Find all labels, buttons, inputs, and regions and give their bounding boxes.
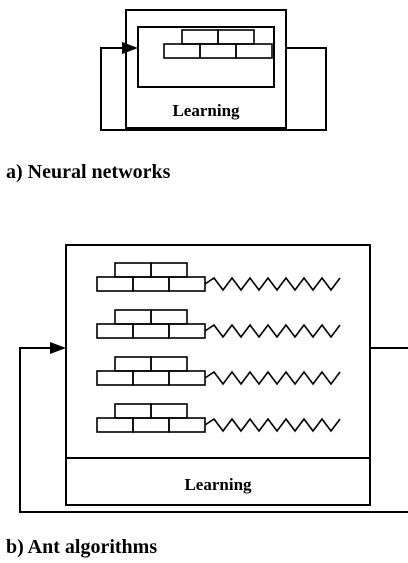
brick-wall-icon: [96, 356, 206, 386]
panel-b: Learning: [19, 244, 408, 513]
brick-wall-icon: [96, 262, 206, 292]
brick: [114, 403, 152, 419]
brick: [150, 309, 188, 325]
brick: [150, 356, 188, 372]
brick: [132, 323, 170, 339]
brick: [96, 323, 134, 339]
brick-wall-icon: [163, 29, 273, 59]
brick: [96, 276, 134, 292]
panel-a-box-label: Learning: [172, 101, 240, 120]
zigzag-trail: [204, 370, 341, 386]
panel-b-caption: b) Ant algorithms: [6, 536, 157, 558]
brick: [168, 276, 206, 292]
brick: [132, 276, 170, 292]
panel-a-arrowhead: [122, 42, 138, 54]
brick: [168, 417, 206, 433]
panel-b-feedback-loop: [19, 347, 408, 513]
brick-row-2: [96, 309, 341, 339]
panel-b-box-label: Learning: [184, 475, 252, 494]
panel-b-brick-rows: [96, 262, 341, 433]
brick-row-4: [96, 403, 341, 433]
brick: [199, 43, 237, 59]
panel-b-learning-box: [65, 244, 371, 506]
brick: [163, 43, 201, 59]
brick-row-1: [96, 262, 341, 292]
brick: [168, 370, 206, 386]
brick: [150, 262, 188, 278]
brick: [132, 370, 170, 386]
panel-a-inner-box: [137, 26, 275, 88]
panel-a-caption: a) Neural networks: [6, 161, 171, 183]
brick-wall-icon: [96, 403, 206, 433]
zigzag-trail: [204, 323, 341, 339]
brick-wall-icon: [96, 309, 206, 339]
brick: [235, 43, 273, 59]
brick-row-3: [96, 356, 341, 386]
brick: [168, 323, 206, 339]
brick: [114, 356, 152, 372]
zigzag-trail: [204, 417, 341, 433]
panel-b-arrowhead: [50, 342, 66, 354]
brick-wall: [163, 29, 273, 59]
panel-a-feedback-loop: [100, 47, 327, 131]
brick: [114, 262, 152, 278]
brick: [96, 370, 134, 386]
brick: [132, 417, 170, 433]
brick: [150, 403, 188, 419]
brick: [96, 417, 134, 433]
panel-a: Learning: [100, 9, 327, 131]
brick: [114, 309, 152, 325]
panel-a-learning-box: [125, 9, 287, 129]
brick: [217, 29, 255, 45]
brick: [181, 29, 219, 45]
zigzag-trail: [204, 276, 341, 292]
